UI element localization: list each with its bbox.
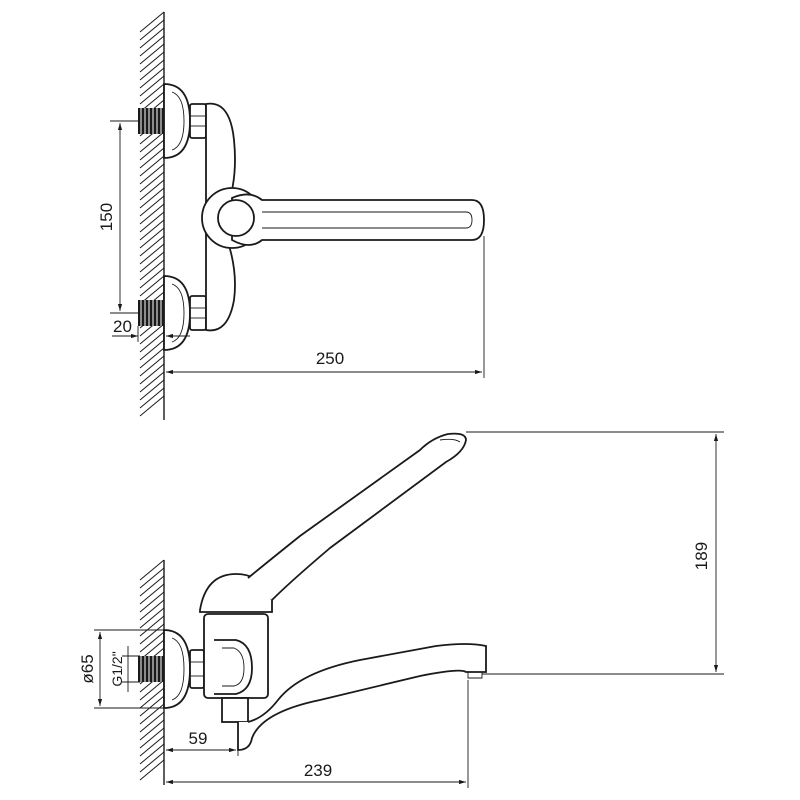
dim-250: 250: [166, 236, 485, 378]
dim-diameter-label: ø65: [78, 654, 97, 683]
dim-thread-label: G1/2": [109, 651, 125, 686]
top-upper-nut: [189, 103, 207, 139]
side-mixer-body: [203, 613, 269, 699]
top-upper-escutcheon: [163, 83, 191, 159]
side-view: 189 ø65 G1/2" 59 239: [78, 431, 724, 788]
dim-239: 239: [166, 680, 469, 788]
top-wall: [139, 11, 165, 420]
dim-150: 150: [97, 120, 140, 314]
dim-59: 59: [166, 722, 239, 756]
side-spout: [221, 643, 487, 751]
side-escutcheon: [163, 629, 191, 709]
side-nut: [189, 649, 205, 689]
top-view: 150 20 250: [97, 11, 485, 420]
dim-20-label: 20: [113, 317, 132, 336]
dim-250-label: 250: [316, 349, 344, 368]
dim-thread: G1/2": [109, 646, 140, 692]
side-lever: [199, 432, 467, 613]
dim-189: 189: [466, 431, 724, 675]
top-upper-connector: [138, 108, 164, 134]
top-lever: [217, 193, 485, 246]
dim-239-label: 239: [304, 761, 332, 780]
dim-59-label: 59: [189, 729, 208, 748]
top-lower-connector: [138, 300, 164, 326]
dim-150-label: 150: [97, 203, 116, 231]
top-lower-nut: [189, 295, 207, 331]
dim-189-label: 189: [692, 542, 711, 570]
dim-diameter: ø65: [78, 629, 166, 709]
top-lower-escutcheon: [163, 275, 191, 351]
dim-20: 20: [112, 317, 190, 342]
side-connector: [138, 656, 164, 682]
